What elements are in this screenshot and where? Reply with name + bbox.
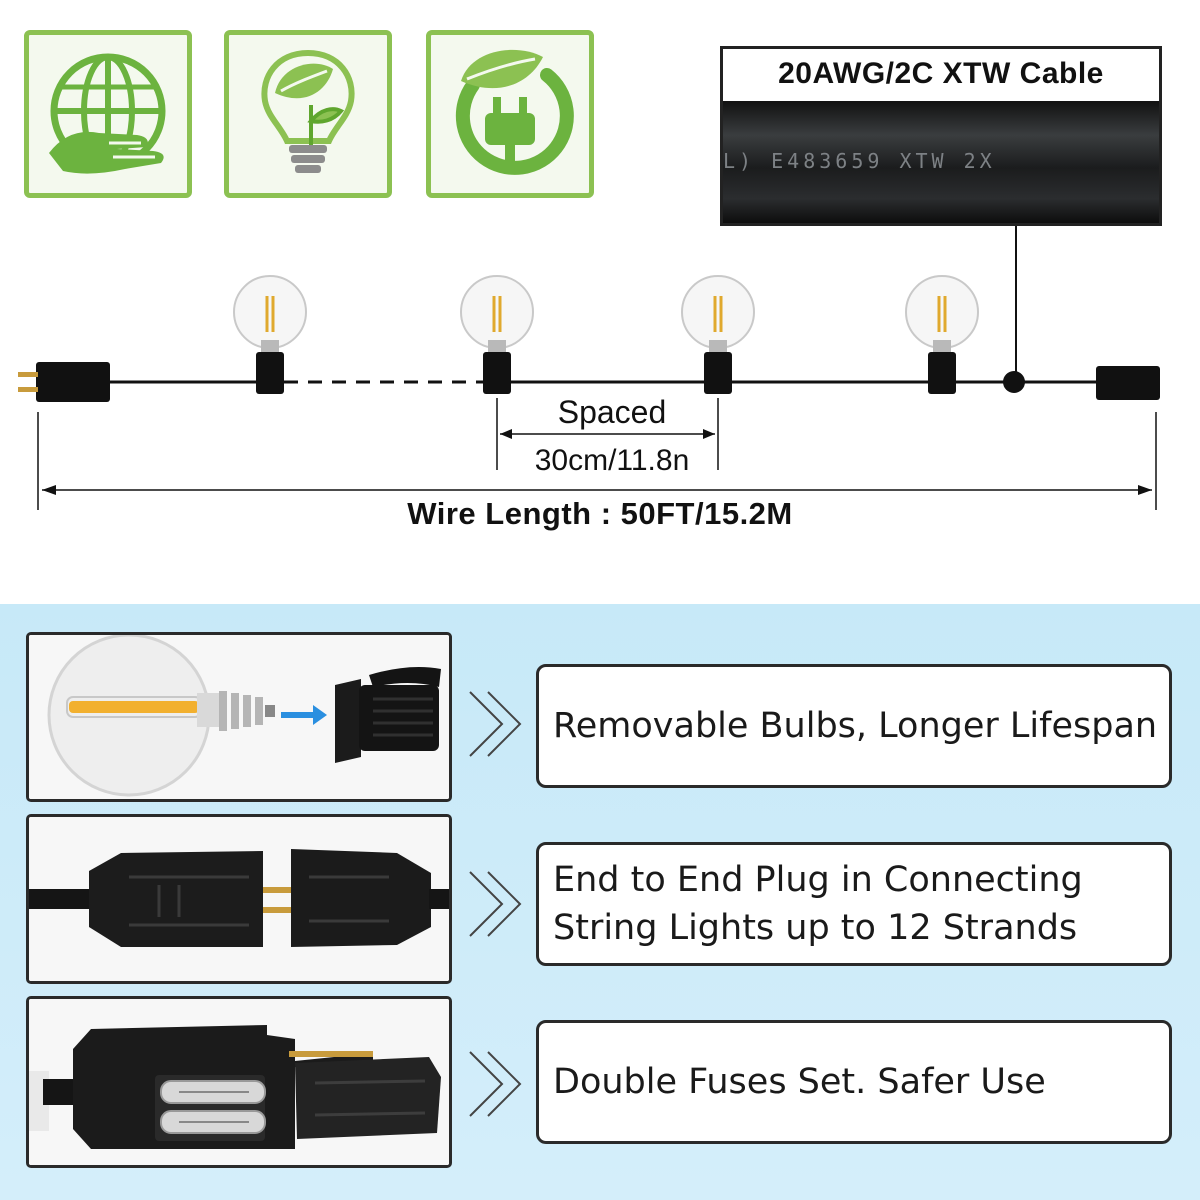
chevron-right-icon xyxy=(469,871,522,937)
feature-double-fuses: Double Fuses Set. Safer Use xyxy=(536,1020,1172,1144)
male-plug-icon xyxy=(18,362,110,402)
leaf-bulb-icon xyxy=(261,49,355,173)
eco-tile-bulb xyxy=(224,30,392,198)
feature-removable-bulbs: Removable Bulbs, Longer Lifespan xyxy=(536,664,1172,788)
globe-hand-icon xyxy=(49,53,166,174)
end-to-end-plug-photo xyxy=(26,814,452,984)
eco-plug-icon xyxy=(455,49,574,175)
cable-callout: 20AWG/2C XTW Cable L) E483659 XTW 2X xyxy=(720,46,1162,226)
feature-text: Removable Bulbs, Longer Lifespan xyxy=(553,706,1158,746)
cable-title: 20AWG/2C XTW Cable xyxy=(778,57,1104,90)
fuse-plug-illustration xyxy=(29,999,449,1165)
chevron-right-icon xyxy=(469,1051,522,1117)
female-plug-icon xyxy=(1096,366,1160,400)
bulb-socket-illustration xyxy=(29,635,449,799)
feature-text: Double Fuses Set. Safer Use xyxy=(553,1062,1046,1102)
wire-length-label: Wire Length : 50FT/15.2M xyxy=(407,496,793,531)
end-to-end-plug-illustration xyxy=(29,817,449,981)
bulb-icon xyxy=(681,275,755,394)
cable-closeup: L) E483659 XTW 2X xyxy=(723,101,1159,223)
spacing-value: 30cm/11.8n xyxy=(534,444,690,477)
spaced-label: Spaced xyxy=(557,394,667,430)
eco-tile-plug xyxy=(426,30,594,198)
chevron-right-icon xyxy=(469,691,522,757)
cable-point-dot xyxy=(1003,371,1025,393)
fuse-plug-photo xyxy=(26,996,452,1168)
bulb-icon xyxy=(460,275,534,394)
arrow-right-icon xyxy=(313,705,327,725)
feature-end-to-end-plug: End to End Plug in Connecting String Lig… xyxy=(536,842,1172,966)
bulb-icon xyxy=(233,275,307,394)
bulb-socket-photo xyxy=(26,632,452,802)
diagram-panel: 20AWG/2C XTW Cable L) E483659 XTW 2X xyxy=(18,30,1162,531)
string-light-diagram xyxy=(18,226,1160,510)
bulb-icon xyxy=(905,275,979,394)
cable-print-text: L) E483659 XTW 2X xyxy=(723,149,996,173)
feature-text: End to End Plug in Connecting String Lig… xyxy=(553,860,1083,948)
eco-tile-globe xyxy=(24,30,192,198)
